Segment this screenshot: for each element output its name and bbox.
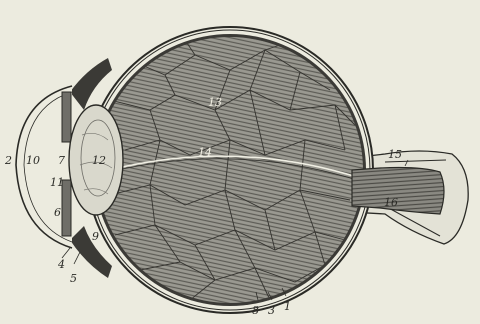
label-4: 4 <box>57 258 65 271</box>
optic-nerve <box>352 168 444 215</box>
label-3: 3 <box>268 304 275 317</box>
iris-upper <box>62 92 71 142</box>
label-10: 10 <box>26 154 40 167</box>
label-6: 6 <box>54 206 61 219</box>
label-16: 16 <box>384 196 398 209</box>
label-14: 14 <box>198 146 212 159</box>
label-1: 1 <box>284 300 291 313</box>
label-2: 2 <box>4 154 12 167</box>
vitreous-body <box>97 37 363 303</box>
label-15: 15 <box>388 148 402 161</box>
label-5: 5 <box>70 272 77 285</box>
label-13: 13 <box>208 96 222 109</box>
label-11: 11 <box>50 176 64 189</box>
label-8: 8 <box>252 304 259 317</box>
label-9: 9 <box>92 230 99 243</box>
label-7: 7 <box>58 154 65 167</box>
label-12: 12 <box>92 154 106 167</box>
